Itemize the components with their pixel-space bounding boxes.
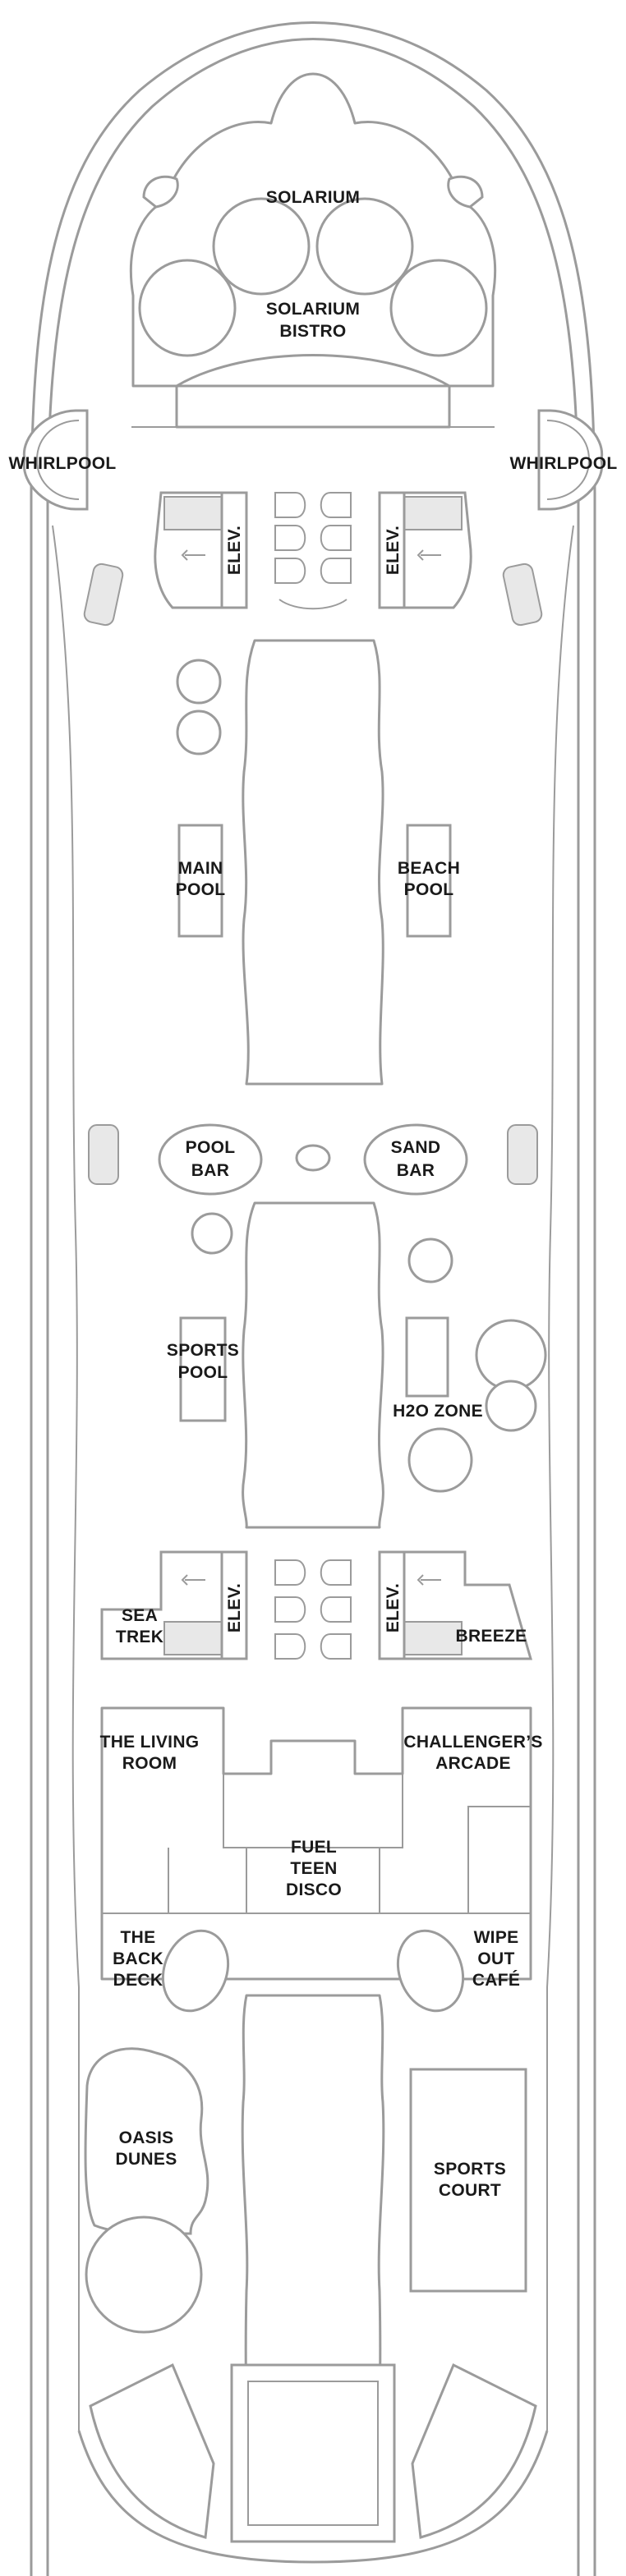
aft-left-elevator (220, 1550, 248, 1660)
label-breeze: BREEZE (456, 1627, 527, 1646)
beach-pool-outline (406, 824, 452, 938)
label-elev-aft-right: ELEV. (384, 1583, 403, 1632)
side-fixture-fwd-right (502, 562, 543, 627)
wipe-out-cafe-pool (396, 1929, 465, 2013)
fwd-left-stair-treads (163, 496, 223, 530)
solarium-left-bump (142, 175, 179, 209)
whirlpool-right-shape (537, 409, 604, 511)
stern-right-deck (411, 2362, 537, 2539)
stern-outline (77, 2430, 549, 2564)
whirlpool-right-ring (546, 420, 590, 500)
fwd-lifts-right (320, 492, 352, 584)
label-solarium: SOLARIUM (266, 188, 360, 207)
stern-center-block (230, 2363, 396, 2543)
aft-lifts-right (320, 1559, 352, 1660)
fwd-right-arrow-icon (417, 549, 441, 561)
label-whirlpool-right: WHIRLPOOL (509, 454, 617, 473)
aft-left-arrow-icon (181, 1574, 205, 1586)
oasis-dunes-outline (84, 2047, 209, 2235)
fwd-lobby-curve (278, 599, 348, 610)
aft-lifts-left (274, 1559, 306, 1660)
hull-inner-outline (46, 38, 580, 2576)
solarium-whirlpool-1 (138, 259, 237, 357)
living-room-wall (223, 1774, 247, 1880)
sports-court-outline (409, 2068, 527, 2293)
arcade-wall (379, 1774, 403, 1880)
solarium-dome (129, 72, 497, 388)
side-fixture-fwd-left (83, 562, 124, 627)
solarium-whirlpool-3 (315, 197, 414, 296)
side-fixture-mid-left (88, 1124, 119, 1185)
h2o-zone-pool-3 (485, 1380, 537, 1432)
aft-left-stair-treads (163, 1621, 223, 1655)
solarium-whirlpool-4 (389, 259, 488, 357)
sports-pool-hot-tub (191, 1212, 233, 1255)
h2o-zone-pool-1 (405, 1316, 449, 1398)
pool-bar-outline (158, 1123, 263, 1196)
h2o-zone-pool-4 (407, 1427, 473, 1493)
stern-left-deck (89, 2362, 215, 2539)
solarium-bistro-outline (175, 354, 451, 429)
main-pool-hot-tub-2 (176, 709, 222, 755)
label-elev-fwd-left: ELEV. (225, 526, 244, 575)
whirlpool-left-shape (22, 409, 89, 511)
deck-edge-left (52, 525, 80, 2431)
fwd-right-elevator (378, 491, 406, 609)
sports-pool-outline (179, 1316, 227, 1422)
central-atrium-mid (242, 1201, 384, 1529)
fwd-left-elevator (220, 491, 248, 609)
deck-edge-right (546, 525, 574, 2431)
fwd-left-arrow-icon (181, 549, 205, 561)
label-whirlpool-left: WHIRLPOOL (8, 454, 116, 473)
whirlpool-left-ring (36, 420, 80, 500)
label-elev-fwd-right: ELEV. (384, 526, 403, 575)
label-elev-aft-left: ELEV. (225, 1583, 244, 1632)
side-fixture-mid-right (507, 1124, 538, 1185)
aft-right-elevator (378, 1550, 406, 1660)
solarium-whirlpool-2 (212, 197, 311, 296)
central-atrium-fwd (242, 639, 384, 1086)
aft-right-stair-treads (403, 1621, 463, 1655)
oasis-dunes-pool (85, 2216, 203, 2334)
hull-outline (30, 21, 596, 2576)
aft-right-arrow-icon (417, 1574, 441, 1586)
back-deck-pool (161, 1929, 230, 2013)
main-pool-hot-tub-1 (176, 659, 222, 705)
sand-bar-outline (363, 1123, 468, 1196)
main-pool-outline (177, 824, 223, 938)
h2o-zone-pool-2 (475, 1319, 547, 1391)
center-fountain (295, 1144, 331, 1172)
solarium-right-bump (447, 175, 484, 209)
fwd-right-stair-treads (403, 496, 463, 530)
fwd-lifts-left (274, 492, 306, 584)
h2o-zone-hot-tub (407, 1237, 453, 1283)
stern-center-inner (247, 2381, 379, 2526)
label-h2o-zone: H2O ZONE (393, 1402, 483, 1421)
